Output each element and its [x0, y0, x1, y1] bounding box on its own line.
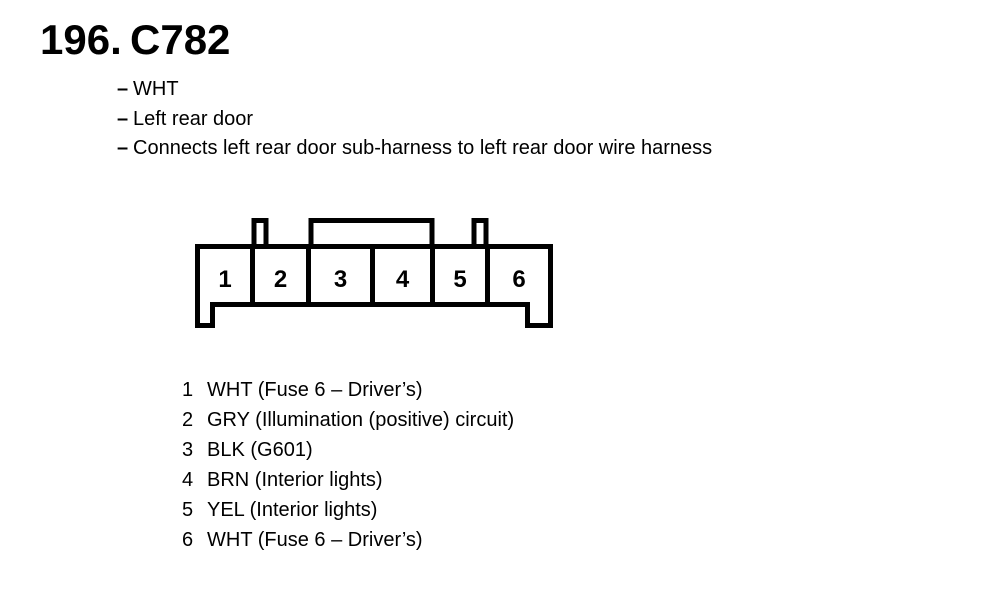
pin-number: 6 — [182, 528, 194, 551]
connector-tab-wide — [308, 218, 435, 245]
connector-outline-svg — [195, 218, 553, 328]
pin-row: 2 GRY (Illumination (positive) circuit) — [182, 406, 514, 436]
title-code: C782 — [130, 16, 231, 63]
connector-cell-number: 2 — [273, 266, 288, 293]
bullet-item: – Connects left rear door sub-harness to… — [117, 134, 712, 164]
title-number: 196. — [40, 16, 122, 63]
pin-number: 3 — [182, 438, 194, 461]
page-title: 196. C782 — [40, 17, 230, 63]
bullet-item: – Left rear door — [117, 105, 712, 135]
pin-description: WHT (Fuse 6 – Driver’s) — [207, 379, 423, 401]
pin-number: 4 — [182, 468, 194, 491]
connector-cell-number: 3 — [333, 266, 348, 293]
bullet-dash: – — [117, 137, 129, 160]
pin-description: YEL (Interior lights) — [207, 498, 378, 521]
pin-number: 1 — [182, 379, 194, 401]
bullet-dash: – — [117, 78, 129, 100]
pin-row: 4 BRN (Interior lights) — [182, 466, 514, 496]
connector-cell-number: 4 — [395, 266, 410, 293]
pin-number: 5 — [182, 498, 194, 521]
bullet-text: Left rear door — [133, 107, 254, 130]
connector-cell-number: 5 — [453, 266, 467, 293]
bullet-text: Connects left rear door sub-harness to l… — [133, 137, 713, 160]
pin-description: GRY (Illumination (positive) circuit) — [207, 408, 515, 431]
pin-row: 6 WHT (Fuse 6 – Driver’s) — [182, 526, 514, 556]
bullet-dash: – — [117, 107, 129, 130]
pin-description: BRN (Interior lights) — [207, 468, 383, 491]
pin-number: 2 — [182, 408, 194, 431]
pin-row: 5 YEL (Interior lights) — [182, 496, 514, 526]
connector-cell-number: 1 — [218, 266, 232, 293]
pin-list: 1 WHT (Fuse 6 – Driver’s) 2 GRY (Illumin… — [182, 376, 514, 555]
bullet-item: – WHT — [117, 75, 712, 105]
connector-tab-small-left — [251, 218, 269, 245]
bullet-text: WHT — [133, 78, 179, 100]
pin-description: WHT (Fuse 6 – Driver’s) — [207, 528, 423, 551]
pin-description: BLK (G601) — [207, 438, 313, 461]
connector-cell-number: 6 — [512, 266, 526, 293]
connector-tab-small-right — [471, 218, 489, 245]
bullet-list: – WHT – Left rear door – Connects left r… — [117, 75, 712, 164]
pin-row: 3 BLK (G601) — [182, 436, 514, 466]
connector-cell-dividers — [250, 248, 490, 303]
pin-row: 1 WHT (Fuse 6 – Driver’s) — [182, 376, 514, 406]
connector-diagram: 1 2 3 4 5 6 — [190, 211, 560, 336]
